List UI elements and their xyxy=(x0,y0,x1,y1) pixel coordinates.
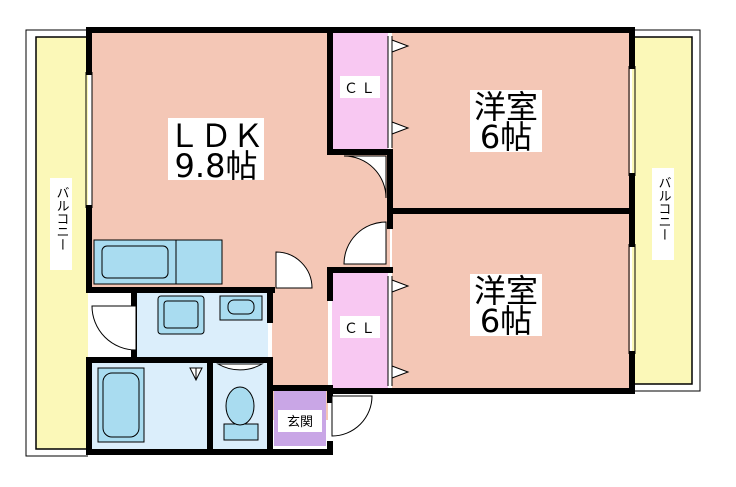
balcony-left-text: バルコニー xyxy=(54,186,70,251)
balcony-left-label: バルコニー xyxy=(50,178,72,270)
closet-2-text: ＣＬ xyxy=(344,321,378,337)
closet-2-label: ＣＬ xyxy=(340,316,380,338)
western-room-2-name: 洋室 xyxy=(474,272,538,310)
western-room-1-size: 6帖 xyxy=(480,118,532,156)
western-room-2-size: 6帖 xyxy=(480,302,532,340)
door-swings xyxy=(91,155,387,437)
ldk-label: ＬＤＫ 9.8帖 xyxy=(168,117,264,185)
balcony-right-rail xyxy=(632,36,693,385)
entrance-text: 玄関 xyxy=(287,415,313,430)
western-room-2-label: 洋室 6帖 xyxy=(470,272,542,340)
ldk-name: ＬＤＫ xyxy=(168,117,264,155)
balcony-right-text: バルコニー xyxy=(656,176,672,241)
kitchen-sink xyxy=(101,245,169,279)
walls xyxy=(86,27,635,455)
entrance-label: 玄関 xyxy=(278,410,322,432)
closet-doors xyxy=(387,36,410,386)
balcony-left-rail xyxy=(35,36,88,450)
western-room-1-label: 洋室 6帖 xyxy=(470,88,542,156)
closet-1-text: ＣＬ xyxy=(344,81,378,97)
windows xyxy=(85,66,636,354)
western-room-1-name: 洋室 xyxy=(474,88,538,126)
closet-1-label: ＣＬ xyxy=(340,76,380,98)
balcony-right-label: バルコニー xyxy=(652,168,674,260)
toilet-bowl xyxy=(223,386,259,441)
ldk-size: 9.8帖 xyxy=(175,147,258,185)
